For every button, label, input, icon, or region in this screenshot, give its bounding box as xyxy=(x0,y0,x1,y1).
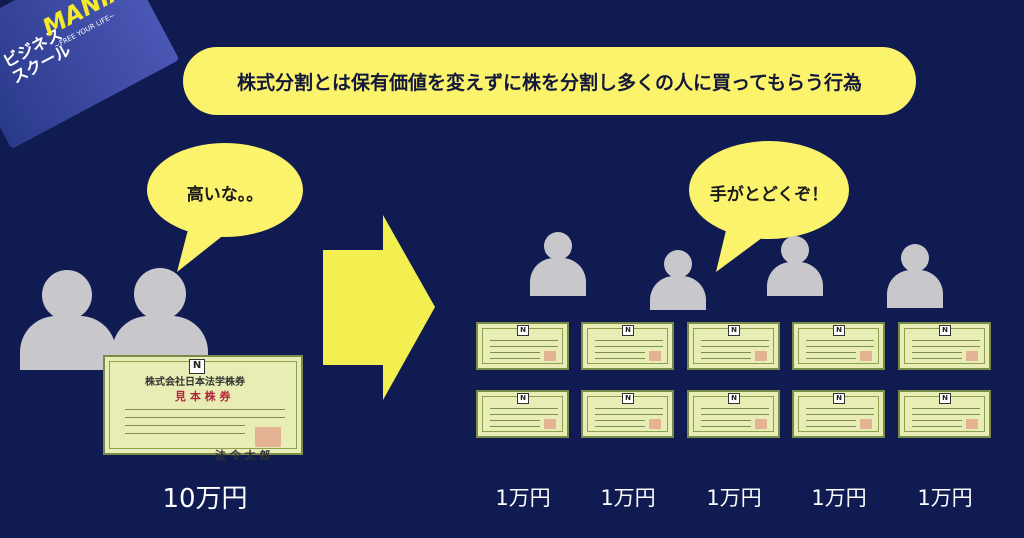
seal-stamp-icon xyxy=(755,419,767,429)
speech-bubble-shape-icon xyxy=(147,143,303,272)
person-icon xyxy=(112,268,208,368)
small-stock-certificate: N xyxy=(792,322,885,370)
price-after-split: 1万円 xyxy=(811,486,867,510)
seal-stamp-icon xyxy=(649,351,661,361)
seal-stamp-icon xyxy=(860,351,872,361)
price-before-split: 10万円 xyxy=(162,484,248,514)
certificate-subtitle: 見 本 株 券 xyxy=(175,390,231,403)
person-icon xyxy=(767,236,823,296)
right-arrow-icon xyxy=(323,215,435,400)
certificate-letter: N xyxy=(939,393,951,404)
seal-stamp-icon xyxy=(966,351,978,361)
small-stock-certificate: N xyxy=(476,322,569,370)
seal-stamp-icon xyxy=(649,419,661,429)
large-stock-certificate: N 株式会社日本法学株券 見 本 株 券 法 令 太 郎 xyxy=(103,355,303,462)
right-speech-bubble: 手がとどくぞ！ xyxy=(686,140,852,275)
certificate-letter: N xyxy=(939,325,951,336)
seal-stamp-icon xyxy=(544,419,556,429)
right-bubble-text: 手がとどくぞ！ xyxy=(709,185,829,205)
small-stock-certificate: N xyxy=(898,390,991,438)
small-stock-certificate: N xyxy=(687,390,780,438)
left-bubble-text: 高いな。。 xyxy=(186,185,264,205)
seal-stamp-icon xyxy=(966,419,978,429)
certificate-letter: N xyxy=(622,325,634,336)
person-icon xyxy=(887,244,943,308)
small-stock-certificate: N xyxy=(476,390,569,438)
certificate-letter: N xyxy=(517,325,529,336)
certificate-letter: N xyxy=(728,393,740,404)
certificate-letter: N xyxy=(728,325,740,336)
price-after-split: 1万円 xyxy=(917,486,973,510)
seal-stamp-icon xyxy=(255,427,281,447)
small-stock-certificate: N xyxy=(792,390,885,438)
person-icon xyxy=(20,270,116,370)
small-stock-certificate: N xyxy=(581,322,674,370)
seal-stamp-icon xyxy=(755,351,767,361)
person-icon xyxy=(650,250,706,310)
headline-banner: 株式分割とは保有価値を変えずに株を分割し多くの人に買ってもらう行為 xyxy=(183,47,916,115)
seal-stamp-icon xyxy=(544,351,556,361)
seal-stamp-icon xyxy=(860,419,872,429)
certificate-letter: N xyxy=(833,325,845,336)
headline-text: 株式分割とは保有価値を変えずに株を分割し多くの人に買ってもらう行為 xyxy=(236,71,863,94)
person-icon xyxy=(530,232,586,296)
certificate-signature: 法 令 太 郎 xyxy=(215,449,271,462)
price-after-split: 1万円 xyxy=(600,486,656,510)
certificate-letter: N xyxy=(189,359,205,374)
brand-logo: ビジネス スクール MANIA ~FREE YOUR LIFE~ xyxy=(0,0,180,149)
speech-bubble-shape-icon xyxy=(689,141,849,272)
small-stock-certificate: N xyxy=(898,322,991,370)
certificate-letter: N xyxy=(517,393,529,404)
certificate-title: 株式会社日本法学株券 xyxy=(145,377,245,388)
small-stock-certificate: N xyxy=(581,390,674,438)
price-after-split: 1万円 xyxy=(706,486,762,510)
certificate-letter: N xyxy=(833,393,845,404)
left-speech-bubble: 高いな。。 xyxy=(145,142,305,277)
price-after-split: 1万円 xyxy=(495,486,551,510)
certificate-letter: N xyxy=(622,393,634,404)
small-stock-certificate: N xyxy=(687,322,780,370)
